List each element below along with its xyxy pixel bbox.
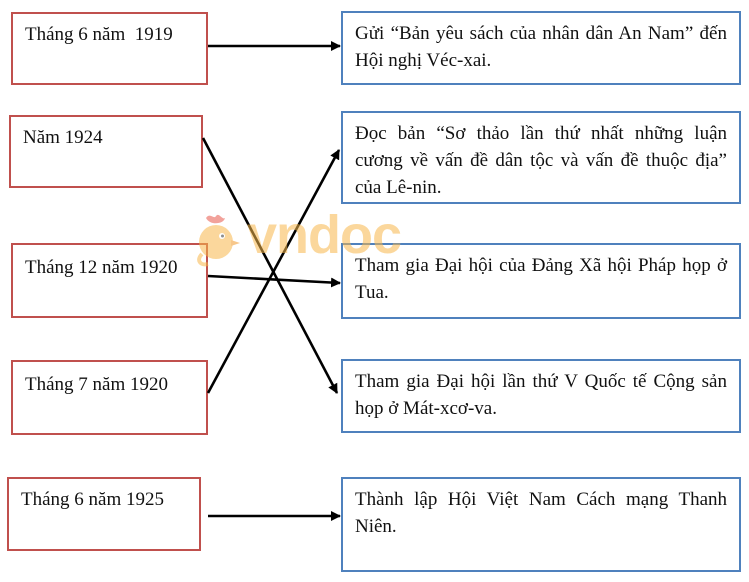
- rooster-mascot-icon: [197, 214, 240, 267]
- date-label: Năm 1924: [23, 127, 103, 148]
- arrow-1920-12-to-dai-hoi-tua: [207, 274, 341, 288]
- date-label: Tháng 7 năm 1920: [25, 374, 169, 395]
- event-text: Đọc bản “Sơ thảo lần thứ nhất những luận…: [355, 123, 727, 198]
- event-box-yeu-sach: Gửi “Bản yêu sách của nhân dân An Nam” đ…: [341, 11, 741, 85]
- event-text: Tham gia Đại hội lần thứ V Quốc tế Cộng …: [355, 371, 727, 419]
- date-box-1919-06: Tháng 6 năm 1919: [11, 12, 208, 85]
- date-label: Tháng 6 năm 1919: [25, 24, 173, 45]
- arrow-1920-07-to-so-thao: [206, 149, 341, 394]
- arrow-1924-to-quoc-te-cong-san: [201, 137, 339, 394]
- date-label: Tháng 12 năm 1920: [25, 257, 178, 278]
- date-box-1920-07: Tháng 7 năm 1920: [11, 360, 208, 435]
- date-box-1924: Năm 1924: [9, 115, 203, 188]
- date-label: Tháng 6 năm 1925: [21, 489, 165, 510]
- event-text: Tham gia Đại hội của Đảng Xã hội Pháp họ…: [355, 255, 727, 303]
- event-box-so-thao: Đọc bản “Sơ thảo lần thứ nhất những luận…: [341, 111, 741, 204]
- watermark: vndoc: [192, 205, 417, 270]
- watermark-text: vndoc: [247, 205, 402, 265]
- date-box-1920-12: Tháng 12 năm 1920: [11, 243, 208, 318]
- event-box-dai-hoi-tua: Tham gia Đại hội của Đảng Xã hội Pháp họ…: [341, 243, 741, 319]
- event-text: Thành lập Hội Việt Nam Cách mạng Thanh N…: [355, 489, 727, 537]
- event-box-quoc-te-cong-san: Tham gia Đại hội lần thứ V Quốc tế Cộng …: [341, 359, 741, 433]
- event-text: Gửi “Bản yêu sách của nhân dân An Nam” đ…: [355, 23, 727, 71]
- event-box-hoi-viet-nam: Thành lập Hội Việt Nam Cách mạng Thanh N…: [341, 477, 741, 572]
- date-box-1925-06: Tháng 6 năm 1925: [7, 477, 201, 551]
